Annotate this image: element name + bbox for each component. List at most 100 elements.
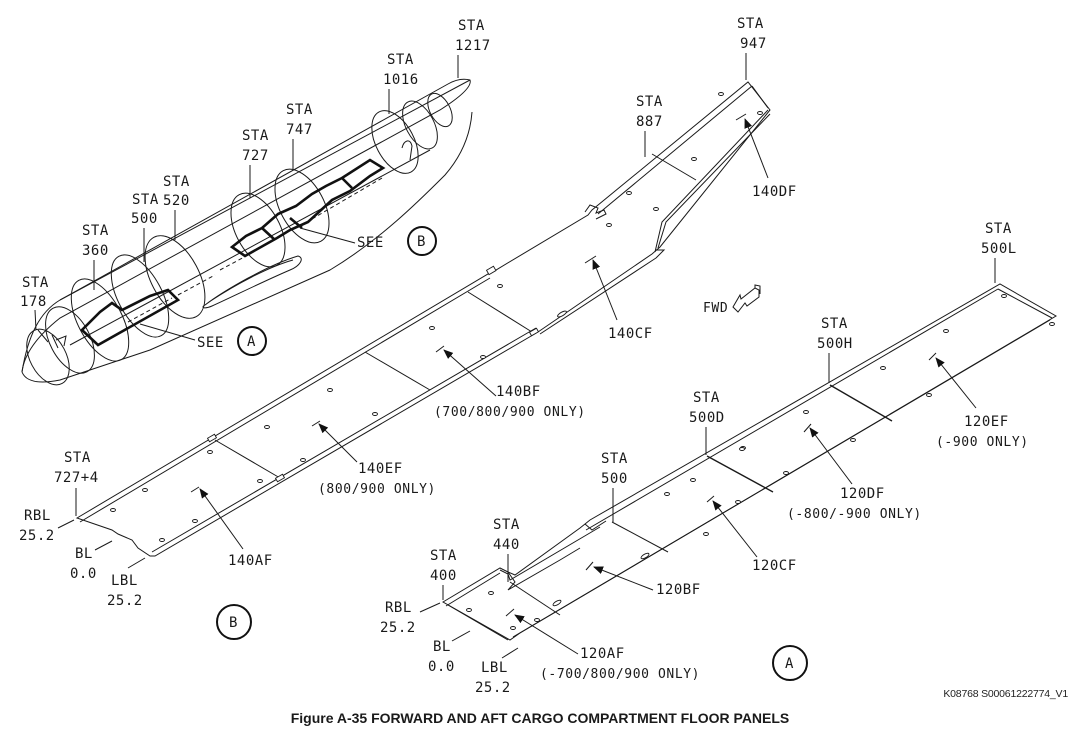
station-label-360: STA 360	[82, 223, 109, 290]
svg-text:520: 520	[163, 193, 190, 209]
view-a-station-500d: STA 500D	[689, 390, 725, 455]
document-id: K08768 S00061222774_V1	[943, 688, 1068, 700]
svg-text:STA: STA	[22, 275, 49, 291]
panel-120ef-callout[interactable]: 120EF (-900 ONLY)	[928, 352, 1029, 450]
fwd-arrow-icon	[732, 284, 761, 313]
svg-text:STA: STA	[458, 18, 485, 34]
figure-caption: Figure A-35 FORWARD AND AFT CARGO COMPAR…	[290, 710, 790, 726]
view-a-station-400: STA 400	[430, 548, 457, 600]
view-a-station-500l: STA 500L	[981, 221, 1017, 283]
svg-text:STA: STA	[693, 390, 720, 406]
svg-text:120CF: 120CF	[752, 558, 797, 574]
svg-text:LBL: LBL	[481, 660, 508, 676]
view-a-station-440: STA 440	[493, 517, 520, 582]
window-row	[127, 177, 383, 323]
svg-text:887: 887	[636, 114, 663, 130]
svg-text:500: 500	[601, 471, 628, 487]
svg-text:120EF: 120EF	[964, 414, 1009, 430]
area-a-outline	[80, 288, 181, 347]
svg-text:400: 400	[430, 568, 457, 584]
station-label-1217: STA 1217	[455, 18, 491, 78]
panel-140df-callout[interactable]: 140DF	[735, 113, 797, 200]
svg-text:500L: 500L	[981, 241, 1017, 257]
station-label-178: STA 178	[20, 275, 49, 331]
svg-text:1217: 1217	[455, 38, 491, 54]
view-a-rbl: RBL 25.2	[380, 600, 441, 636]
svg-text:STA: STA	[387, 52, 414, 68]
station-label-727: STA 727	[242, 128, 269, 198]
svg-text:BL: BL	[433, 639, 451, 655]
svg-text:120AF: 120AF	[580, 646, 625, 662]
see-view-a-callout[interactable]: SEE A	[197, 326, 267, 356]
svg-text:25.2: 25.2	[380, 620, 416, 636]
svg-text:120DF: 120DF	[840, 486, 885, 502]
panel-140af-callout[interactable]: 140AF	[190, 486, 273, 569]
svg-text:(700/800/900 ONLY): (700/800/900 ONLY)	[434, 405, 586, 420]
station-label-1016: STA 1016	[383, 52, 419, 114]
view-a-station-500h: STA 500H	[817, 316, 853, 383]
svg-text:360: 360	[82, 243, 109, 259]
svg-text:RBL: RBL	[385, 600, 412, 616]
svg-text:500D: 500D	[689, 410, 725, 426]
svg-text:STA: STA	[493, 517, 520, 533]
panel-140cf-callout[interactable]: 140CF	[584, 255, 653, 342]
svg-text:STA: STA	[601, 451, 628, 467]
svg-text:500H: 500H	[817, 336, 853, 352]
svg-text:120BF: 120BF	[656, 582, 701, 598]
svg-text:947: 947	[740, 36, 767, 52]
svg-text:440: 440	[493, 537, 520, 553]
svg-text:FWD: FWD	[703, 301, 728, 316]
svg-text:(-800/-900 ONLY): (-800/-900 ONLY)	[787, 507, 922, 522]
fastener-holes-a	[466, 294, 1055, 630]
panel-120df-callout[interactable]: 120DF (-800/-900 ONLY)	[787, 423, 922, 522]
view-b-station-947: STA 947	[737, 16, 767, 80]
view-b-station-727-4: STA 727+4	[54, 450, 99, 516]
svg-text:STA: STA	[242, 128, 269, 144]
view-b-lbl: LBL 25.2	[107, 557, 146, 609]
fwd-indicator: FWD	[703, 284, 761, 316]
svg-text:STA: STA	[82, 223, 109, 239]
svg-text:B: B	[229, 615, 238, 631]
station-label-520: STA 520	[163, 174, 190, 240]
svg-text:SEE: SEE	[357, 235, 384, 251]
view-b-marker-icon	[407, 226, 437, 256]
view-b-rbl: RBL 25.2	[19, 508, 75, 544]
svg-text:140EF: 140EF	[358, 461, 403, 477]
svg-text:(-900 ONLY): (-900 ONLY)	[936, 435, 1029, 450]
view-b-bl: BL 0.0	[70, 540, 113, 582]
svg-text:178: 178	[20, 294, 47, 310]
svg-text:0.0: 0.0	[428, 659, 455, 675]
svg-text:RBL: RBL	[24, 508, 51, 524]
fuselage-station-labels: STA 178 STA 360 STA 500 STA 520 STA 727 …	[20, 18, 491, 331]
view-a-marker-icon	[237, 326, 267, 356]
svg-text:25.2: 25.2	[19, 528, 55, 544]
panel-120cf-callout[interactable]: 120CF	[706, 495, 797, 574]
svg-text:25.2: 25.2	[107, 593, 143, 609]
fuselage-outline	[21, 78, 473, 383]
svg-text:A: A	[785, 656, 794, 672]
view-a-floor-outline	[442, 283, 1057, 641]
panel-120bf-callout[interactable]: 120BF	[585, 561, 701, 598]
svg-text:140BF: 140BF	[496, 384, 541, 400]
svg-text:STA: STA	[821, 316, 848, 332]
view-a-label: A	[772, 645, 808, 681]
panel-140bf-callout[interactable]: 140BF (700/800/900 ONLY)	[434, 345, 586, 420]
svg-text:BL: BL	[75, 546, 93, 562]
svg-text:140CF: 140CF	[608, 326, 653, 342]
panel-140ef-callout[interactable]: 140EF (800/900 ONLY)	[311, 420, 436, 497]
view-b-station-887: STA 887	[636, 94, 663, 157]
panel-120af-callout[interactable]: 120AF (-700/800/900 ONLY)	[505, 608, 700, 682]
svg-text:1016: 1016	[383, 72, 419, 88]
svg-text:727+4: 727+4	[54, 470, 99, 486]
view-a-bl: BL 0.0	[428, 630, 471, 675]
svg-text:SEE: SEE	[197, 335, 224, 351]
view-b-floor-outline	[75, 81, 771, 557]
svg-text:747: 747	[286, 122, 313, 138]
svg-text:25.2: 25.2	[475, 680, 511, 696]
svg-text:0.0: 0.0	[70, 566, 97, 582]
svg-text:STA: STA	[636, 94, 663, 110]
see-view-b-callout[interactable]: SEE B	[357, 226, 437, 256]
svg-text:STA: STA	[132, 192, 159, 208]
fastener-holes-b	[110, 92, 763, 542]
